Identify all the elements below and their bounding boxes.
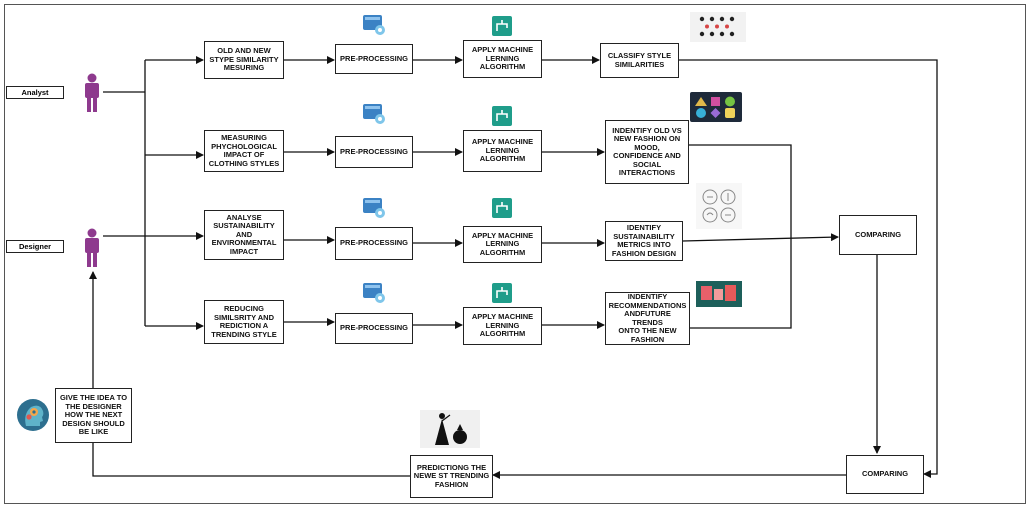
ml-box-1: APPLY MACHINE LERNING ALGORITHM	[463, 40, 542, 78]
head-gear-icon	[17, 399, 49, 431]
designer-person-icon	[85, 228, 99, 267]
ml-algorithm-icon	[492, 198, 512, 218]
prediction-box: PREDICTIONG THE NEWE ST TRENDING FASHION	[410, 455, 493, 498]
task-psychological-impact: MEASURING PHYCHOLOGICAL IMPACT OF CLOTHI…	[204, 130, 284, 172]
diagram-frame	[4, 4, 1026, 504]
task-reducing-similarity: REDUCING SIMILSRITY AND REDICTION A TREN…	[204, 300, 284, 344]
result-classify-similarities: CLASSIFY STYLE SIMILARITIES	[600, 43, 679, 78]
ml-algorithm-icon	[492, 283, 512, 303]
analyst-label: Analyst	[6, 86, 64, 99]
comparing-box-2: COMPARING	[846, 455, 924, 494]
idea-box: GIVE THE IDEA TO THE DESIGNER HOW THE NE…	[55, 388, 132, 443]
result-mood-confidence: INDENTIFY OLD VS NEW FASHION ON MOOD, CO…	[605, 120, 689, 184]
ml-box-4: APPLY MACHINE LERNING ALGORITHM	[463, 307, 542, 345]
preprocessing-box-2: PRE-PROCESSING	[335, 136, 413, 168]
ml-algorithm-icon	[492, 16, 512, 36]
fashion-silhouette-icon	[420, 410, 480, 448]
pattern-dots-icon	[690, 12, 746, 42]
comparing-box-1: COMPARING	[839, 215, 917, 255]
ml-algorithm-icon	[492, 106, 512, 126]
ml-box-2: APPLY MACHINE LERNING ALGORITHM	[463, 130, 542, 172]
data-processing-icon	[363, 104, 385, 124]
data-processing-icon	[363, 15, 385, 35]
data-processing-icon	[363, 198, 385, 218]
designer-label: Designer	[6, 240, 64, 253]
classify-to-comparing-2	[679, 59, 938, 478]
data-processing-icon	[363, 283, 385, 303]
rows-2-4-merge	[689, 144, 792, 329]
preprocessing-box-4: PRE-PROCESSING	[335, 313, 413, 344]
preprocessing-box-3: PRE-PROCESSING	[335, 227, 413, 260]
shapes-icon	[690, 92, 742, 122]
preprocessing-box-1: PRE-PROCESSING	[335, 44, 413, 74]
analyst-person-icon	[85, 73, 99, 112]
row3-to-comparing-1	[682, 233, 839, 242]
ml-box-3: APPLY MACHINE LERNING ALGORITHM	[463, 226, 542, 263]
task-style-similarity: OLD AND NEW STYPE SIMILARITY MESURING	[204, 41, 284, 79]
result-future-trends: INDENTIFY RECOMMENDATIONS ANDFUTURE TREN…	[605, 292, 690, 345]
prediction-to-idea	[92, 443, 410, 477]
trend-board-icon	[696, 281, 742, 307]
eco-icons-icon	[696, 183, 742, 229]
task-sustainability: ANALYSE SUSTAINABILITY AND ENVIRONMENTAL…	[204, 210, 284, 260]
result-sustainability-metrics: IDENTIFY SUSTAINABILITY METRICS INTO FAS…	[605, 221, 683, 261]
